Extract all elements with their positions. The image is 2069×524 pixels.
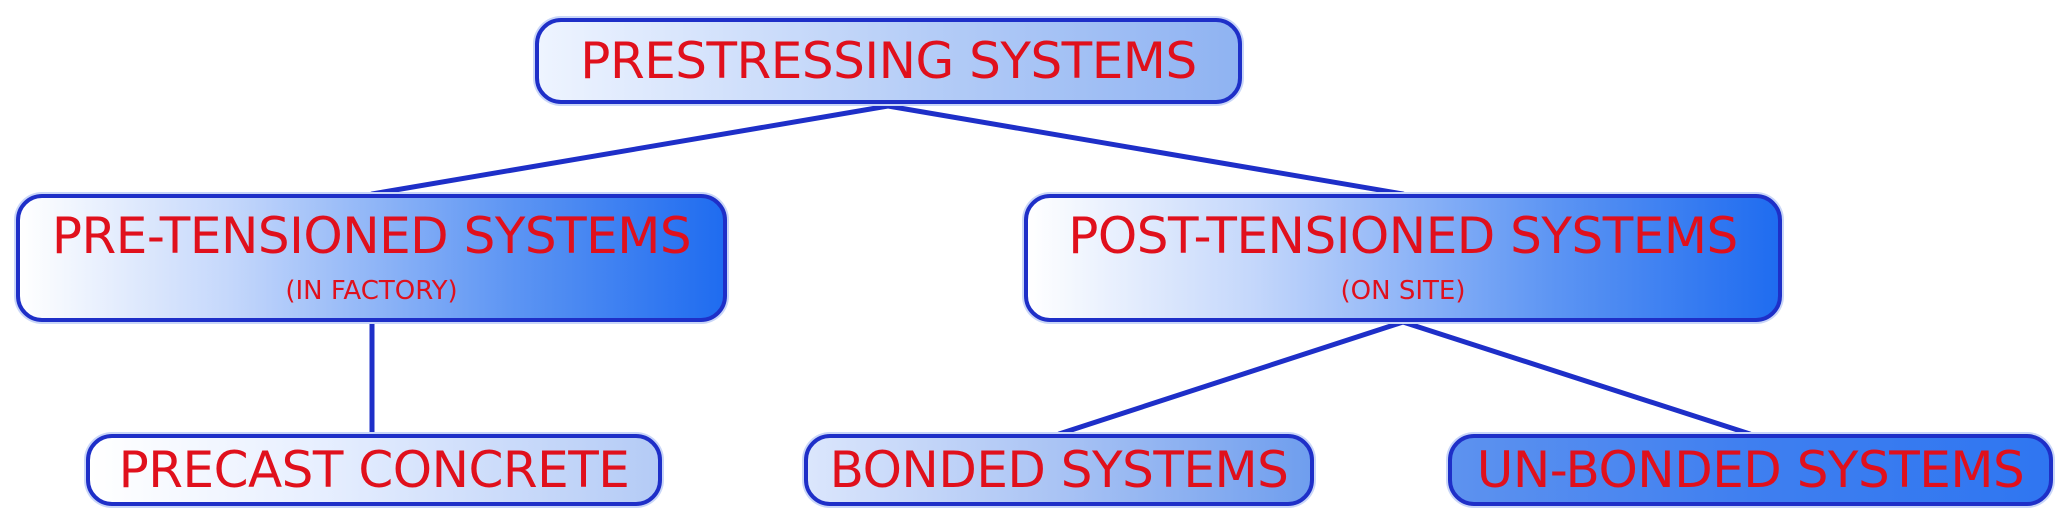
node-label: PRECAST CONCRETE (118, 440, 630, 499)
node-label: PRE-TENSIONED SYSTEMS (51, 206, 692, 265)
node-precast-concrete: PRECAST CONCRETE (86, 434, 662, 506)
node-label: UN-BONDED SYSTEMS (1476, 440, 2025, 499)
node-prestressing-systems: PRESTRESSING SYSTEMS (535, 18, 1242, 104)
node-sublabel: (ON SITE) (1340, 276, 1466, 307)
node-pre-tensioned-systems: PRE-TENSIONED SYSTEMS (IN FACTORY) (16, 194, 727, 322)
edge-root-post-tensioned (885, 103, 1406, 197)
node-bonded-systems: BONDED SYSTEMS (804, 434, 1314, 506)
node-sublabel: (IN FACTORY) (285, 276, 458, 307)
node-post-tensioned-systems: POST-TENSIONED SYSTEMS (ON SITE) (1024, 194, 1782, 322)
node-un-bonded-systems: UN-BONDED SYSTEMS (1448, 434, 2053, 506)
node-label: BONDED SYSTEMS (829, 440, 1289, 499)
node-label: PRESTRESSING SYSTEMS (580, 31, 1197, 90)
edge-post-tensioned-unbonded (1400, 319, 1753, 437)
edge-root-pre-tensioned (369, 103, 891, 197)
edge-post-tensioned-bonded (1056, 319, 1406, 437)
node-label: POST-TENSIONED SYSTEMS (1068, 206, 1738, 265)
